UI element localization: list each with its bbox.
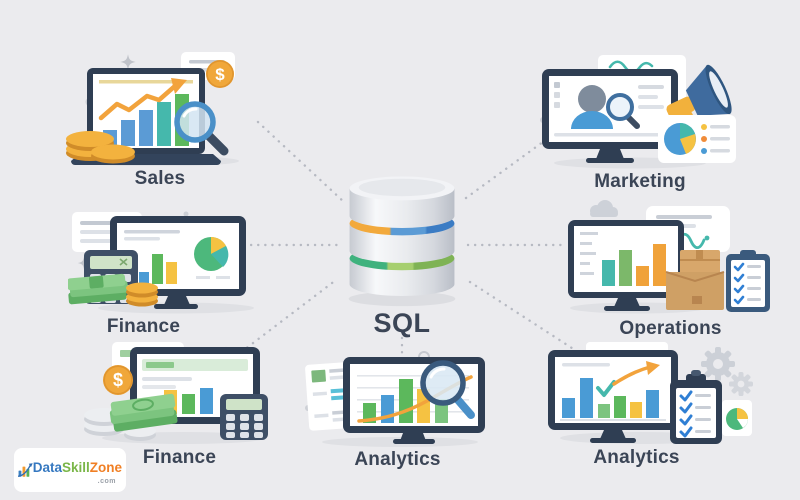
cash-stack-icon [109, 393, 178, 432]
marketing-illustration-icon [542, 55, 736, 169]
sales-illustration-icon: $ [66, 52, 239, 166]
dollar-coin-icon: $ [103, 365, 133, 395]
label-analytics-right: Analytics [593, 447, 680, 468]
connector-analytics-right [468, 280, 580, 354]
connector-sales [256, 120, 346, 204]
gold-coins-icon [126, 282, 158, 307]
label-operations: Operations [619, 318, 722, 339]
logo-word-data: Data [32, 460, 62, 476]
connector-finance-bottom [234, 278, 338, 358]
database-icon [348, 176, 456, 307]
label-sales: Sales [134, 168, 186, 189]
node-finance-left: Finance [68, 212, 263, 338]
logo-tld: .com [97, 478, 116, 485]
label-finance-left: Finance [106, 316, 181, 337]
cloud-icon [590, 200, 618, 217]
pie-chart-card-icon [722, 400, 752, 436]
label-analytics-center: Analytics [354, 449, 441, 470]
pie-chart-icon [194, 237, 229, 271]
node-operations: Operations [568, 206, 773, 340]
connector-marketing [464, 137, 549, 200]
label-finance-bottom: Finance [142, 447, 217, 468]
boxes-icon [665, 250, 725, 310]
analytics-illustration-icon [548, 342, 753, 444]
logo-chart-icon [18, 463, 33, 477]
node-marketing: Marketing [540, 55, 740, 193]
checklist-clipboard-icon [726, 250, 770, 312]
checklist-clipboard-icon [670, 370, 722, 444]
analytics-illustration-icon [305, 357, 485, 447]
finance-illustration-icon [68, 212, 254, 314]
label-sql: SQL [373, 308, 431, 338]
node-sql-center: SQL [337, 170, 467, 339]
pie-chart-card-icon [658, 115, 736, 163]
user-avatar-icon [571, 85, 613, 129]
logo-word-skill: Skill [61, 460, 90, 476]
magnifier-icon [606, 93, 640, 129]
logo-wordmark: DataSkillZone [33, 461, 122, 475]
node-analytics-center: Analytics [305, 355, 490, 471]
calculator-icon [220, 394, 268, 440]
gold-coins-icon [66, 131, 135, 164]
dataskillzone-logo: DataSkillZone .com [14, 448, 126, 492]
node-sales: $ Sales [65, 50, 255, 190]
node-analytics-right: Analytics [548, 342, 753, 469]
dollar-coin-icon: $ [206, 60, 234, 88]
svg-text:$: $ [215, 65, 225, 84]
logo-word-zone: Zone [89, 460, 122, 476]
magnifier-icon [174, 101, 229, 156]
cash-stack-icon [68, 273, 129, 305]
magnifier-icon [420, 360, 475, 419]
operations-illustration-icon [568, 206, 770, 314]
svg-text:$: $ [113, 370, 123, 390]
gears-icon [701, 347, 753, 396]
finance-illustration-icon: $ [84, 342, 268, 444]
label-marketing: Marketing [594, 171, 686, 192]
node-finance-bottom: $ Finance [82, 342, 277, 469]
